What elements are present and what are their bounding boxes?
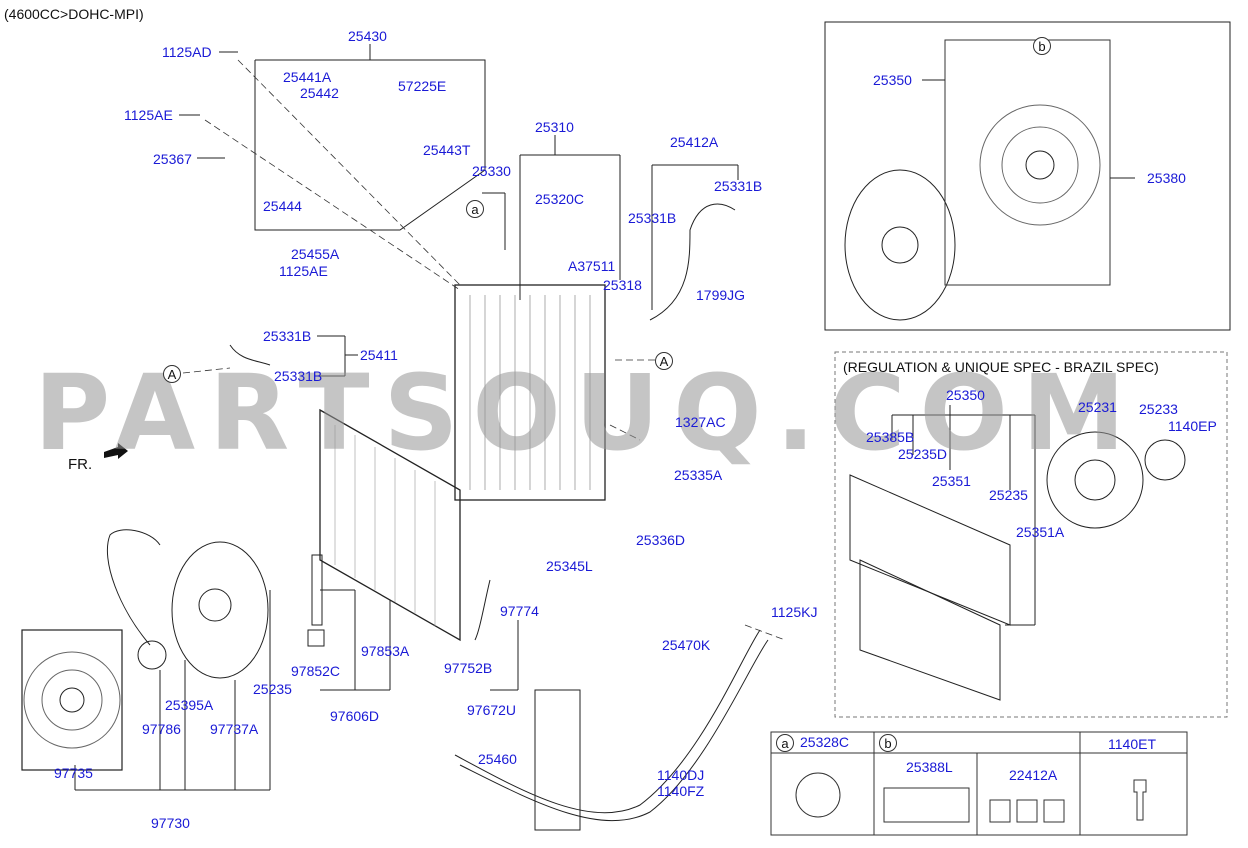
part-97730[interactable]: 97730 bbox=[151, 815, 190, 831]
part-25320C[interactable]: 25320C bbox=[535, 191, 585, 207]
part-97853A[interactable]: 97853A bbox=[361, 643, 410, 659]
part-97735[interactable]: 97735 bbox=[54, 765, 93, 781]
part-25351[interactable]: 25351 bbox=[932, 473, 971, 489]
part-57225E[interactable]: 57225E bbox=[398, 78, 447, 94]
part-25444[interactable]: 25444 bbox=[263, 198, 302, 214]
part-97752B[interactable]: 97752B bbox=[444, 660, 493, 676]
part-25411[interactable]: 25411 bbox=[360, 347, 398, 363]
part-25331B-right[interactable]: 25331B bbox=[714, 178, 763, 194]
part-97786[interactable]: 97786 bbox=[142, 721, 181, 737]
part-1327AC[interactable]: 1327AC bbox=[675, 414, 726, 430]
part-25430[interactable]: 25430 bbox=[348, 28, 387, 44]
part-25351A[interactable]: 25351A bbox=[1016, 524, 1065, 540]
part-25380[interactable]: 25380 bbox=[1147, 170, 1186, 186]
part-25335A[interactable]: 25335A bbox=[674, 467, 723, 483]
part-25460[interactable]: 25460 bbox=[478, 751, 517, 767]
connection-a-marker-right: A bbox=[655, 352, 673, 370]
part-25442[interactable]: 25442 bbox=[300, 85, 339, 101]
part-25443T[interactable]: 25443T bbox=[423, 142, 471, 158]
part-1125AE-top[interactable]: 1125AE bbox=[124, 107, 173, 123]
part-25412A[interactable]: 25412A bbox=[670, 134, 719, 150]
part-25331B-upper-hose[interactable]: 25331B bbox=[263, 328, 312, 344]
part-A37511[interactable]: A37511 bbox=[568, 258, 616, 274]
brazil-spec-title: (REGULATION & UNIQUE SPEC - BRAZIL SPEC) bbox=[843, 359, 1159, 375]
part-97774[interactable]: 97774 bbox=[500, 603, 539, 619]
part-25345L[interactable]: 25345L bbox=[546, 558, 593, 574]
part-97672U[interactable]: 97672U bbox=[467, 702, 517, 718]
table-part-25388L[interactable]: 25388L bbox=[906, 759, 953, 775]
part-25331B-lower-hose[interactable]: 25331B bbox=[274, 368, 323, 384]
part-25235-right[interactable]: 25235 bbox=[989, 487, 1028, 503]
part-25455A[interactable]: 25455A bbox=[291, 246, 340, 262]
callout-a-marker: a bbox=[466, 200, 484, 218]
part-25336D[interactable]: 25336D bbox=[636, 532, 686, 548]
table-col-a-marker: a bbox=[776, 734, 794, 752]
engine-spec-header: (4600CC>DOHC-MPI) bbox=[4, 6, 144, 22]
part-1125KJ[interactable]: 1125KJ bbox=[771, 604, 818, 620]
part-25470K[interactable]: 25470K bbox=[662, 637, 711, 653]
table-col-b-marker: b bbox=[879, 734, 897, 752]
part-1125AE-bottom[interactable]: 1125AE bbox=[279, 263, 328, 279]
part-25367[interactable]: 25367 bbox=[153, 151, 192, 167]
part-25235D[interactable]: 25235D bbox=[898, 446, 948, 462]
table-part-1140ET[interactable]: 1140ET bbox=[1108, 736, 1156, 752]
part-97852C[interactable]: 97852C bbox=[291, 663, 341, 679]
part-25330[interactable]: 25330 bbox=[472, 163, 511, 179]
part-25441A[interactable]: 25441A bbox=[283, 69, 332, 85]
part-25331B-left[interactable]: 25331B bbox=[628, 210, 677, 226]
part-1140DJ[interactable]: 1140DJ bbox=[657, 767, 705, 783]
part-1140FZ[interactable]: 1140FZ bbox=[657, 783, 705, 799]
part-97737A[interactable]: 97737A bbox=[210, 721, 259, 737]
part-25233[interactable]: 25233 bbox=[1139, 401, 1178, 417]
part-25310[interactable]: 25310 bbox=[535, 119, 574, 135]
part-1799JG[interactable]: 1799JG bbox=[696, 287, 746, 303]
part-97606D[interactable]: 97606D bbox=[330, 708, 380, 724]
front-direction-label: FR. bbox=[68, 456, 93, 473]
callout-b-marker: b bbox=[1033, 37, 1051, 55]
connection-a-marker-left: A bbox=[163, 365, 181, 383]
part-1140EP[interactable]: 1140EP bbox=[1168, 418, 1217, 434]
table-part-25328C[interactable]: 25328C bbox=[800, 734, 850, 750]
part-1125AD[interactable]: 1125AD bbox=[162, 44, 212, 60]
part-25350-top[interactable]: 25350 bbox=[873, 72, 912, 88]
table-part-22412A[interactable]: 22412A bbox=[1009, 767, 1058, 783]
part-25385B[interactable]: 25385B bbox=[866, 429, 915, 445]
part-25231[interactable]: 25231 bbox=[1078, 399, 1117, 415]
part-25395A[interactable]: 25395A bbox=[165, 697, 214, 713]
part-25350-brazil[interactable]: 25350 bbox=[946, 387, 985, 403]
part-25235-left[interactable]: 25235 bbox=[253, 681, 292, 697]
part-25318[interactable]: 25318 bbox=[603, 277, 642, 293]
